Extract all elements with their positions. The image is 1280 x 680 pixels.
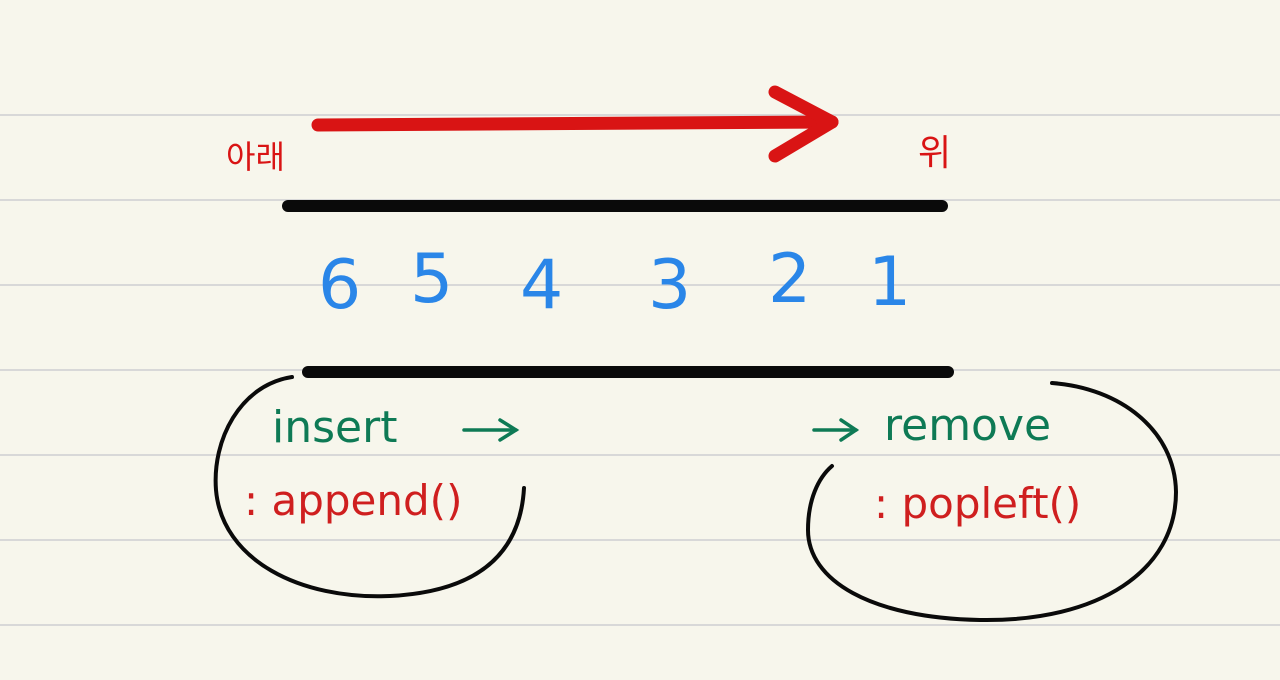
insert-method-label: : append() [244, 476, 462, 525]
queue-item: 1 [868, 243, 911, 322]
remove-arrow-icon [812, 418, 860, 442]
ruled-lines [0, 114, 1280, 626]
arrow-head [768, 85, 839, 163]
direction-arrow [311, 85, 839, 163]
queue-item: 6 [318, 246, 361, 325]
queue-item: 3 [648, 246, 691, 325]
queue-items: 6 5 4 3 2 1 [318, 240, 911, 325]
queue-item: 2 [768, 240, 811, 319]
insert-label: insert [272, 402, 397, 453]
left-direction-label: 아래 [226, 138, 285, 176]
remove-method-label: : popleft() [874, 479, 1081, 528]
remove-loop [805, 381, 1179, 623]
insert-loop [213, 375, 526, 599]
remove-label: remove [884, 400, 1051, 451]
queue-item: 5 [410, 240, 453, 319]
right-direction-label: 위 [918, 133, 951, 174]
insert-arrow-icon [462, 418, 520, 442]
arrow-shaft [311, 115, 839, 132]
queue-item: 4 [520, 246, 563, 325]
